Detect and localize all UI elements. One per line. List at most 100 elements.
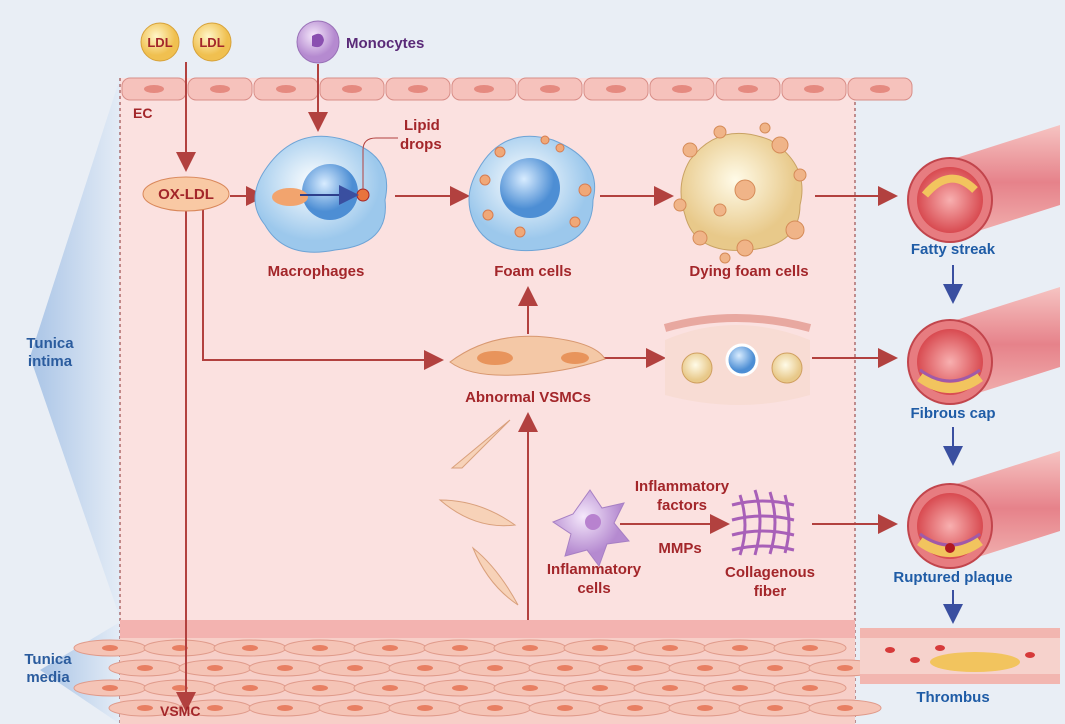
lipid-drops-label: drops bbox=[400, 136, 442, 153]
smooth-muscle-cell bbox=[598, 699, 672, 717]
tunica-media-label: media bbox=[26, 669, 70, 686]
smooth-muscle-cell bbox=[668, 699, 742, 717]
lipid-drop bbox=[356, 188, 370, 202]
lipid-drops-label: Lipid bbox=[404, 117, 440, 134]
collagenous-fiber-label: fiber bbox=[754, 583, 787, 600]
smooth-muscle-cell bbox=[773, 639, 847, 657]
endothelial-cell bbox=[187, 77, 253, 101]
dying-lipid-drops bbox=[673, 122, 807, 264]
smooth-muscle-cell bbox=[633, 639, 707, 657]
smooth-muscle-cell bbox=[493, 679, 567, 697]
abnormal-vsmcs-label: Abnormal VSMCs bbox=[465, 389, 591, 406]
endothelial-cell bbox=[583, 77, 649, 101]
vsmc-nucleus bbox=[477, 351, 513, 365]
inflammatory-cell-nucleus bbox=[585, 514, 601, 530]
ec-label: EC bbox=[133, 105, 152, 121]
plaque-cross-section bbox=[663, 314, 812, 405]
smooth-muscle-cell bbox=[353, 679, 427, 697]
endothelial-cell bbox=[847, 77, 913, 101]
tunica-intima-label: intima bbox=[28, 353, 73, 370]
internal-elastic-lamina bbox=[120, 620, 855, 638]
smooth-muscle-cell bbox=[213, 639, 287, 657]
tunica-intima-wedge bbox=[30, 78, 120, 618]
inflammatory-cells-label: cells bbox=[577, 580, 610, 597]
vsmc-nucleus bbox=[561, 352, 589, 364]
smooth-muscle-cell bbox=[283, 639, 357, 657]
smooth-muscle-cell bbox=[248, 699, 322, 717]
abnormal-vsmc-cells bbox=[449, 335, 606, 376]
stage-label-thrombus: Thrombus bbox=[916, 689, 989, 706]
endothelial-cell bbox=[319, 77, 385, 101]
smooth-muscle-cell bbox=[388, 699, 462, 717]
endothelial-cell bbox=[253, 77, 319, 101]
smooth-muscle-cell bbox=[528, 699, 602, 717]
inflammatory-cells-label: Inflammatory bbox=[547, 561, 642, 578]
artery-fibrous bbox=[907, 287, 1060, 405]
smooth-muscle-cell bbox=[388, 659, 462, 677]
endothelial-cell bbox=[451, 77, 517, 101]
endothelial-cell bbox=[649, 77, 715, 101]
smooth-muscle-cell bbox=[563, 639, 637, 657]
collagenous-fiber bbox=[731, 489, 795, 556]
smooth-muscle-cell bbox=[458, 659, 532, 677]
smooth-muscle-cell bbox=[318, 699, 392, 717]
tunica-media-label: Tunica bbox=[24, 651, 72, 668]
smooth-muscle-cell bbox=[668, 659, 742, 677]
smooth-muscle-cell bbox=[773, 679, 847, 697]
ldl-label: LDL bbox=[199, 35, 224, 50]
smooth-muscle-cell bbox=[458, 699, 532, 717]
smooth-muscle-cell bbox=[423, 679, 497, 697]
foam-cell-nucleus bbox=[500, 158, 560, 218]
smooth-muscle-cell bbox=[248, 659, 322, 677]
mmps-label: MMPs bbox=[658, 540, 701, 557]
smooth-muscle-cell bbox=[563, 679, 637, 697]
smooth-muscle-cell bbox=[703, 679, 777, 697]
smooth-muscle-cell bbox=[493, 639, 567, 657]
monocytes-label: Monocytes bbox=[346, 35, 424, 52]
smooth-muscle-cell bbox=[283, 679, 357, 697]
smooth-muscle-cell bbox=[738, 699, 812, 717]
endothelial-cell bbox=[121, 77, 187, 101]
arrow-oxldl-to-abnormal-vsmc bbox=[202, 210, 444, 370]
smooth-muscle-cell bbox=[808, 699, 882, 717]
smooth-muscle-cell bbox=[633, 679, 707, 697]
smooth-muscle-cell bbox=[738, 659, 812, 677]
macrophage-nucleus bbox=[302, 164, 358, 220]
macrophages-label: Macrophages bbox=[268, 263, 365, 280]
tunica-intima-label: Tunica bbox=[26, 335, 74, 352]
smooth-muscle-cell bbox=[73, 639, 147, 657]
collagenous-fiber-label: Collagenous bbox=[725, 564, 815, 581]
stage-label-ruptured-plaque: Ruptured plaque bbox=[893, 569, 1012, 586]
inflammatory-factors-label: Inflammatory bbox=[635, 478, 730, 495]
artery-fatty bbox=[907, 125, 1060, 243]
endothelial-cell bbox=[781, 77, 847, 101]
foam-lipid-drops bbox=[479, 135, 592, 238]
smooth-muscle-cell bbox=[73, 679, 147, 697]
smooth-muscle-cell bbox=[213, 679, 287, 697]
ox-ldl-label: OX-LDL bbox=[158, 186, 214, 203]
lipid-drops-pointer bbox=[362, 137, 398, 189]
migrating-vsmcs bbox=[438, 419, 519, 606]
monocyte-nucleus bbox=[312, 33, 324, 48]
endothelial-cell bbox=[385, 77, 451, 101]
smooth-muscle-cell bbox=[143, 639, 217, 657]
stage-label-fibrous-cap: Fibrous cap bbox=[910, 405, 995, 422]
thrombus-illustration bbox=[860, 628, 1060, 684]
ldl-label: LDL bbox=[147, 35, 172, 50]
smooth-muscle-cell bbox=[423, 639, 497, 657]
smooth-muscle-cell bbox=[528, 659, 602, 677]
dying-foam-cells-label: Dying foam cells bbox=[689, 263, 808, 280]
inflammatory-factors-label: factors bbox=[657, 497, 707, 514]
smooth-muscle-cell bbox=[318, 659, 392, 677]
endothelial-layer bbox=[121, 77, 913, 101]
ldl-particle bbox=[140, 22, 180, 62]
smooth-muscle-cell bbox=[108, 659, 182, 677]
stage-label-fatty-streak: Fatty streak bbox=[911, 241, 996, 258]
smooth-muscle-cell bbox=[353, 639, 427, 657]
smooth-muscle-cell bbox=[143, 679, 217, 697]
engulfed-ox-ldl bbox=[272, 188, 308, 206]
artery-ruptured bbox=[907, 451, 1060, 569]
foam-cells-label: Foam cells bbox=[494, 263, 572, 280]
ldl-particle bbox=[192, 22, 232, 62]
